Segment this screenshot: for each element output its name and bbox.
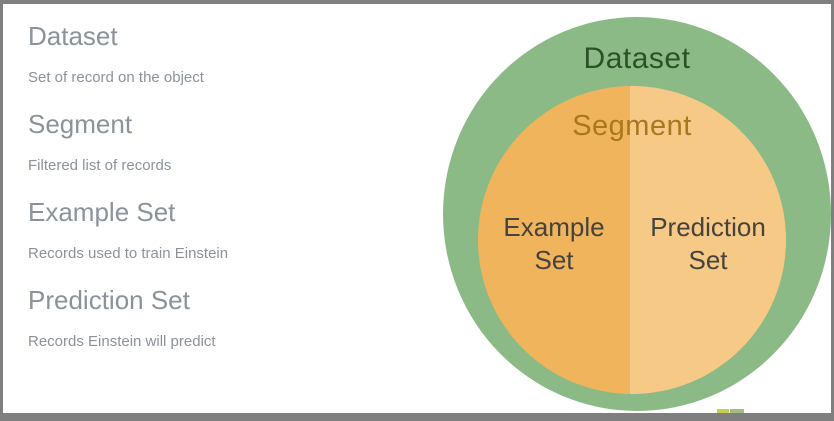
term-description-dataset: Set of record on the object xyxy=(28,69,204,86)
dataset-venn-diagram: Dataset Segment Example Set Prediction S… xyxy=(3,4,831,413)
prediction-set-label-line1: Prediction xyxy=(650,212,766,242)
segment-circle-label: Segment xyxy=(572,110,692,142)
term-description-prediction-set: Records Einstein will predict xyxy=(28,333,216,350)
cropped-content-sliver-yellow xyxy=(717,409,729,413)
term-name-example-set: Example Set xyxy=(28,197,176,227)
example-set-half xyxy=(478,86,630,394)
prediction-set-label: Prediction Set xyxy=(630,211,786,277)
prediction-set-label-line2: Set xyxy=(688,245,728,275)
prediction-set-half xyxy=(630,86,786,394)
example-set-label: Example Set xyxy=(478,211,630,277)
term-description-segment: Filtered list of records xyxy=(28,157,172,174)
term-name-prediction-set: Prediction Set xyxy=(28,285,190,315)
segment-circle: Segment Example Set Prediction Set xyxy=(478,86,786,394)
dataset-circle-label: Dataset xyxy=(583,42,691,75)
example-set-label-line1: Example xyxy=(503,212,605,242)
cropped-content-sliver-green xyxy=(730,409,744,413)
example-set-label-line2: Set xyxy=(534,245,574,275)
term-description-example-set: Records used to train Einstein xyxy=(28,245,229,262)
term-name-dataset: Dataset xyxy=(28,21,118,51)
term-name-segment: Segment xyxy=(28,109,133,139)
dataset-circle: Dataset Segment Example Set Prediction S… xyxy=(443,17,831,411)
glossary-panel: Dataset Set of record on the object Segm… xyxy=(28,21,428,373)
